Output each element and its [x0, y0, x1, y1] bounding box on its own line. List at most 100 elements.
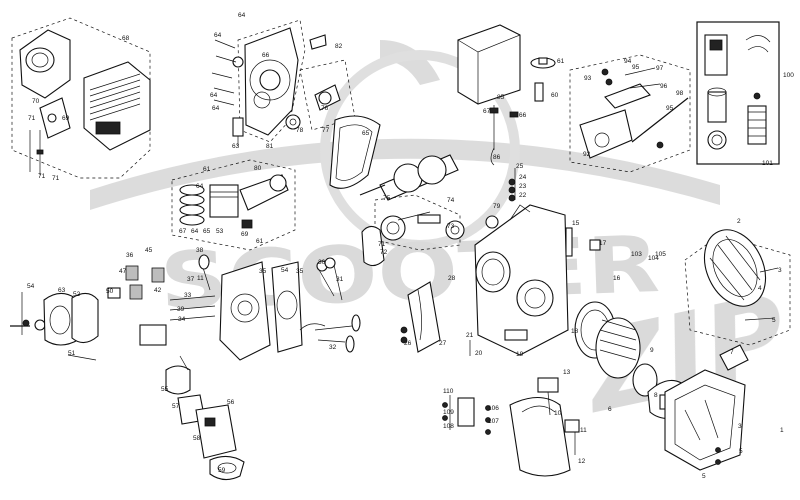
callout-label: 33: [184, 292, 192, 299]
callout-label: 71: [38, 173, 46, 180]
crankcase-cover-group: [211, 19, 381, 189]
callout-label: 50: [106, 288, 114, 295]
ignition-shroud-group: [442, 377, 580, 477]
callout-label: 72: [380, 249, 388, 256]
callout-label: 81: [266, 143, 274, 150]
callout-label: 17: [599, 240, 607, 247]
callout-label: 76: [321, 105, 329, 112]
callout-label: 8: [654, 392, 658, 399]
callout-label: 24: [519, 174, 527, 181]
valve-cover-group: [10, 292, 99, 361]
callout-label: 70: [32, 98, 40, 105]
callout-label: 12: [578, 458, 586, 465]
callout-label: 74: [447, 197, 455, 204]
callout-label: 109: [443, 409, 454, 416]
callout-label: 85: [497, 94, 505, 101]
callout-label: 108: [443, 423, 454, 430]
callout-label: 80: [254, 165, 262, 172]
callout-label: 5: [772, 317, 776, 324]
callout-label: 93: [584, 75, 592, 82]
callout-label: 47: [119, 268, 127, 275]
recoil-starter-group: [684, 229, 791, 346]
callout-label: 21: [466, 332, 474, 339]
callout-label: 34: [178, 316, 186, 323]
callout-label: 20: [475, 350, 483, 357]
callout-label: 78: [296, 127, 304, 134]
callout-label: 11: [197, 275, 204, 282]
callout-label: 67: [179, 228, 187, 235]
callout-label: 61: [256, 238, 264, 245]
callout-label: 26: [404, 340, 412, 347]
callout-label: 92: [583, 151, 591, 158]
callout-label: 35: [259, 268, 267, 275]
callout-label: 79: [493, 203, 501, 210]
callout-label: 19: [516, 351, 524, 358]
callout-label: 106: [488, 405, 499, 412]
callout-label: 65: [362, 130, 370, 137]
callout-label: 64: [210, 92, 218, 99]
callout-label: 25: [516, 163, 524, 170]
callout-label: 64: [191, 228, 199, 235]
callout-label: 98: [676, 90, 684, 97]
callout-label: 66: [519, 112, 527, 119]
callout-label: 71: [52, 175, 60, 182]
callout-label: 65: [203, 228, 211, 235]
oil-sensor-box: [696, 21, 780, 165]
callout-label: 42: [154, 287, 162, 294]
callout-label: 56: [227, 399, 235, 406]
callout-label: 71: [378, 241, 386, 248]
callout-label: 100: [783, 72, 794, 79]
carburetor-group: [165, 355, 245, 481]
callout-label: 73: [447, 223, 455, 230]
callout-label: 6: [608, 406, 612, 413]
callout-label: 97: [656, 65, 664, 72]
callout-label: 3: [738, 423, 742, 430]
cylinder-head-group: [107, 254, 361, 361]
callout-label: 7: [730, 349, 734, 356]
callout-label: 23: [519, 183, 527, 190]
callout-label: 69: [62, 115, 70, 122]
crankshaft-group: [359, 154, 499, 267]
callout-label: 11: [580, 427, 587, 434]
callout-label: 32: [329, 344, 337, 351]
callout-label: 64: [214, 32, 222, 39]
callout-label: 22: [519, 192, 527, 199]
callout-label: 59: [218, 467, 226, 474]
callout-label: 55: [161, 386, 169, 393]
callout-label: 57: [172, 403, 180, 410]
callout-label: 39: [177, 306, 185, 313]
callout-label: 58: [193, 435, 201, 442]
callout-label: 64: [238, 12, 246, 19]
callout-label: 69: [241, 231, 249, 238]
cylinder-shroud-group: [11, 17, 151, 179]
callout-label: 61: [557, 58, 565, 65]
air-cleaner-group: [457, 24, 556, 166]
callout-label: 28: [448, 275, 456, 282]
callout-label: 2: [737, 218, 741, 225]
callout-label: 67: [483, 108, 491, 115]
callout-label: 63: [232, 143, 240, 150]
callout-label: 1: [780, 427, 784, 434]
callout-label: 27: [439, 340, 447, 347]
callout-label: 38: [196, 247, 204, 254]
callout-label: 103: [631, 251, 642, 258]
callout-label: 107: [488, 418, 499, 425]
callout-label: 16: [613, 275, 621, 282]
callout-label: 13: [563, 369, 571, 376]
callout-label: 5: [702, 473, 706, 480]
callout-label: 105: [655, 251, 666, 258]
engine-block-group: [469, 168, 601, 356]
callout-label: 53: [216, 228, 224, 235]
callout-label: 104: [648, 255, 659, 262]
callout-label: 9: [650, 347, 654, 354]
callout-label: 37: [187, 276, 195, 283]
callout-label: 68: [122, 35, 130, 42]
callout-label: 18: [571, 328, 579, 335]
callout-label: 45: [145, 247, 153, 254]
callout-label: 51: [68, 350, 76, 357]
callout-label: 64: [196, 183, 204, 190]
piston-rings-group: [171, 159, 296, 251]
